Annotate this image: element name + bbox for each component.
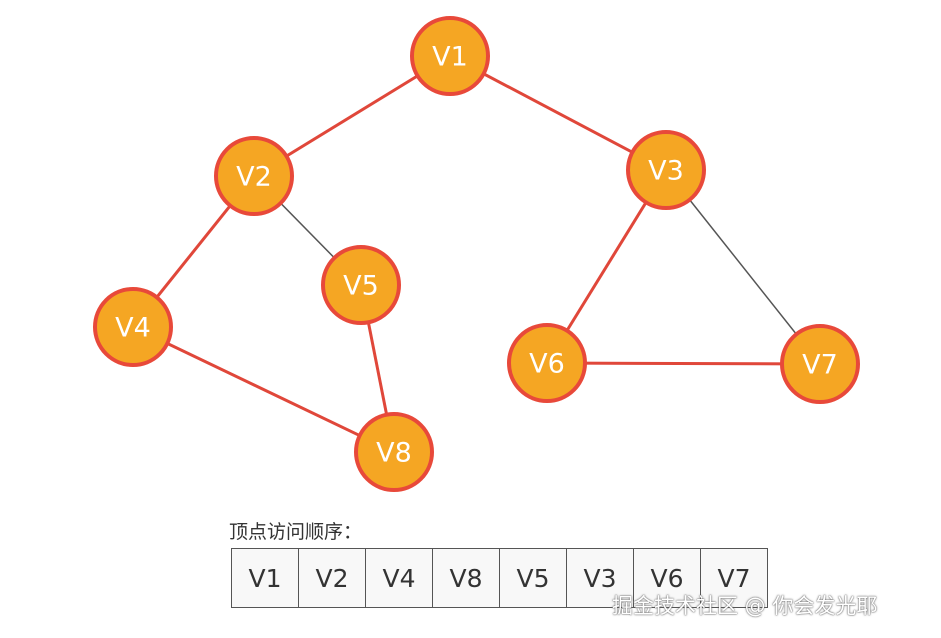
edges-layer — [131, 54, 821, 454]
node-label: V5 — [343, 271, 379, 302]
visit-order-cell: V1 — [232, 548, 299, 608]
node-v8: V8 — [354, 412, 434, 492]
node-v1: V1 — [410, 16, 490, 96]
node-circle — [214, 136, 294, 216]
visit-order-cell: V2 — [299, 548, 366, 608]
node-circle — [354, 412, 434, 492]
node-circle — [321, 245, 401, 325]
watermark: 掘金技术社区 @ 你会发光耶 — [612, 594, 878, 618]
node-circle — [780, 324, 860, 404]
node-v6: V6 — [507, 323, 587, 403]
node-label: V6 — [529, 349, 565, 380]
edge-v4-v8 — [132, 325, 395, 454]
node-circle — [626, 130, 706, 210]
node-label: V8 — [376, 438, 412, 469]
node-v2: V2 — [214, 136, 294, 216]
node-circle — [93, 287, 173, 367]
node-v5: V5 — [321, 245, 401, 325]
visit-order-cell: V3 — [567, 548, 634, 608]
node-label: V7 — [802, 350, 838, 381]
edge-v3-v7 — [665, 169, 821, 365]
node-label: V4 — [115, 313, 151, 344]
visit-order-cell: V8 — [433, 548, 500, 608]
visit-order-cell: V5 — [500, 548, 567, 608]
node-circle — [410, 16, 490, 96]
node-v3: V3 — [626, 130, 706, 210]
node-label: V3 — [648, 156, 684, 187]
node-label: V1 — [432, 42, 468, 73]
node-v4: V4 — [93, 287, 173, 367]
visit-order-cell: V7 — [701, 548, 768, 608]
edge-v1-v3 — [449, 54, 667, 172]
visit-order-cell: V4 — [366, 548, 433, 608]
node-v7: V7 — [780, 324, 860, 404]
visit-order-table: V1 V2 V4 V8 V5 V3 V6 V7 — [231, 548, 768, 608]
node-circle — [507, 323, 587, 403]
edge-v6-v7 — [546, 361, 821, 366]
visit-order-label: 顶点访问顺序： — [229, 521, 363, 543]
visit-order-cell: V6 — [634, 548, 701, 608]
node-label: V2 — [236, 162, 272, 193]
